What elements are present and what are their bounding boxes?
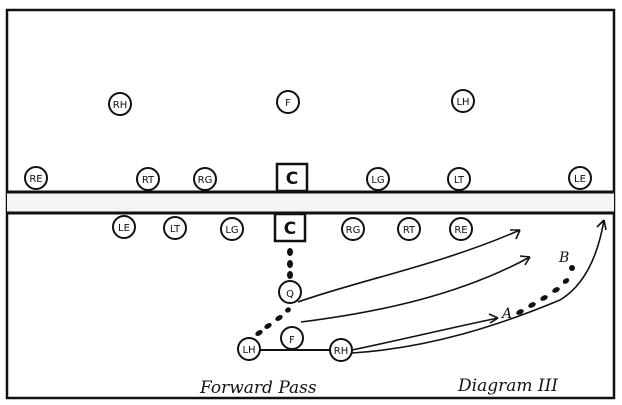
- point-a-label: A: [500, 306, 512, 322]
- player-f-defense: F: [276, 90, 300, 114]
- route-q-upper: [297, 229, 521, 303]
- player-rg-offense: RG: [341, 217, 365, 241]
- svg-text:RE: RE: [454, 225, 467, 236]
- svg-text:C: C: [284, 219, 296, 239]
- player-q: Q: [278, 280, 302, 304]
- svg-text:LE: LE: [574, 174, 586, 185]
- svg-text:LH: LH: [242, 345, 255, 356]
- player-rh-defense: RH: [108, 92, 132, 116]
- svg-text:F: F: [289, 335, 295, 346]
- svg-text:RH: RH: [113, 100, 127, 111]
- route-rh-to-b: [351, 219, 605, 354]
- player-re-defense: RE: [24, 166, 48, 190]
- player-lg-defense: LG: [366, 167, 390, 191]
- player-lg-offense: LG: [220, 217, 244, 241]
- svg-text:LT: LT: [170, 224, 181, 235]
- lateral-dots: [255, 307, 291, 336]
- svg-text:LH: LH: [456, 97, 469, 108]
- player-lt-offense: LT: [163, 216, 187, 240]
- route-lines: [297, 219, 607, 354]
- player-rt-offense: RT: [397, 217, 421, 241]
- route-f: [300, 256, 531, 323]
- svg-text:LG: LG: [225, 225, 238, 236]
- pass-dots: [516, 265, 575, 315]
- player-c-offense: C: [273, 212, 307, 243]
- player-lh-offense: LH: [237, 337, 261, 361]
- svg-text:LG: LG: [371, 175, 384, 186]
- svg-text:C: C: [286, 169, 298, 189]
- svg-text:RG: RG: [198, 175, 213, 186]
- route-rh-to-a: [351, 317, 499, 351]
- player-c-defense: C: [275, 162, 309, 193]
- player-rh-offense: RH: [329, 338, 353, 362]
- scrimmage-band: [7, 192, 614, 213]
- player-rg-defense: RG: [193, 167, 217, 191]
- svg-text:Q: Q: [286, 289, 294, 300]
- svg-text:RG: RG: [346, 225, 361, 236]
- player-lh-defense: LH: [451, 89, 475, 113]
- svg-text:RT: RT: [403, 225, 416, 236]
- diagram-title: Forward Pass: [199, 378, 317, 398]
- player-rt-defense: RT: [136, 167, 160, 191]
- svg-text:RE: RE: [29, 174, 42, 185]
- svg-text:LE: LE: [118, 223, 130, 234]
- diagram-number: Diagram III: [457, 376, 558, 396]
- svg-text:F: F: [285, 98, 291, 109]
- player-re-offense: RE: [449, 217, 473, 241]
- player-le-offense: LE: [112, 215, 136, 239]
- point-b-label: B: [558, 250, 569, 266]
- snap-dots: [287, 248, 293, 279]
- svg-text:RT: RT: [142, 175, 155, 186]
- svg-text:LT: LT: [454, 175, 465, 186]
- svg-text:RH: RH: [334, 346, 348, 357]
- player-f-offense: F: [280, 326, 304, 350]
- player-lt-defense: LT: [447, 167, 471, 191]
- player-le-defense: LE: [568, 166, 592, 190]
